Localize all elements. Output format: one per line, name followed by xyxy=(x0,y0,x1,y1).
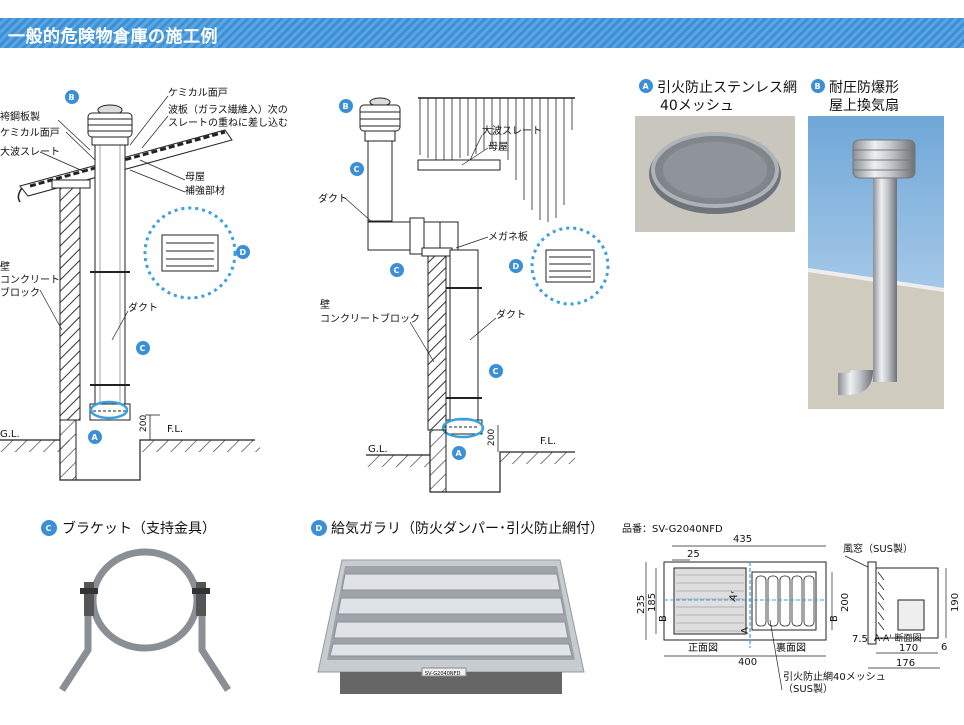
spec-d25: 25 xyxy=(687,549,700,560)
badge-b3: B xyxy=(815,82,821,91)
badges: B C A D B C C C A D A B C D xyxy=(41,79,825,536)
spec-d176: 176 xyxy=(896,658,915,669)
left-section-drawing: 200 袴鋼板製 ケミカル面戸 大波スレート ケミカル面戸 波板（ガラス繊維入）… xyxy=(0,87,288,481)
label-oonami-2: 大波スレート xyxy=(482,124,542,137)
label-hokyo: 補強部材 xyxy=(185,184,225,197)
bracket-title: ブラケット（支持金具） xyxy=(62,520,216,537)
bracket-photo: ブラケット（支持金具） xyxy=(59,520,231,692)
badge-d3: D xyxy=(316,524,323,533)
dim-200: 200 xyxy=(139,415,149,432)
badge-a3: A xyxy=(643,82,650,91)
spec-part-no: 品番：SV-G2040NFD xyxy=(622,523,723,535)
label-block: ブロック xyxy=(0,286,40,299)
spec-a-mark-2: A' xyxy=(727,590,741,603)
label-duct-3: ダクト xyxy=(496,308,526,321)
badge-c4: C xyxy=(493,367,499,376)
badge-d1: D xyxy=(240,248,247,257)
label-hatano-2: スレートの重ねに差し込む xyxy=(168,116,288,129)
label-omoya-2: 母屋 xyxy=(488,141,508,153)
spec-d400: 400 xyxy=(738,657,757,668)
badge-a2: A xyxy=(456,449,463,458)
photo-a-line2: 40メッシュ xyxy=(660,98,734,114)
spec-d235: 235 xyxy=(636,595,647,614)
label-duct-2: ダクト xyxy=(318,192,348,205)
badge-c2: C xyxy=(354,165,360,174)
label-kabe-2: 壁 xyxy=(320,298,330,311)
spec-section: A-A' 断面図 xyxy=(874,632,922,644)
spec-d185: 185 xyxy=(647,593,658,612)
label-concrete: コンクリート xyxy=(0,274,60,286)
badge-d2: D xyxy=(513,262,520,271)
label-oonami: 大波スレート xyxy=(0,145,60,158)
photo-b-roof-fan: 耐圧防爆形 屋上換気扇 xyxy=(807,80,945,409)
badge-c3: C xyxy=(394,266,400,275)
spec-front: 正面図 xyxy=(688,642,718,654)
louver-title: 給気ガラリ（防火ダンパー･引火防止網付） xyxy=(331,521,604,537)
badge-a1: A xyxy=(92,433,99,442)
spec-back: 裏面図 xyxy=(776,641,806,654)
spec-d200: 200 xyxy=(840,593,851,612)
spec-d190: 190 xyxy=(950,593,961,612)
dim-200b: 200 xyxy=(487,429,497,446)
label-megane: メガネ板 xyxy=(488,230,528,243)
label-duct: ダクト xyxy=(128,301,158,314)
badge-b1: B xyxy=(69,93,75,102)
badge-b2: B xyxy=(343,102,349,111)
spec-net-1: 引火防止網40メッシュ xyxy=(783,670,886,683)
label-gl: G.L. xyxy=(0,429,20,440)
photo-a-mesh: 引火防止ステンレス網 40メッシュ xyxy=(635,80,797,232)
title-banner: 一般的危険物倉庫の施工例 xyxy=(0,18,964,48)
middle-section-drawing: 200 ダクト 大波スレート 母屋 メガネ板 壁 コンクリートブロック ダクト … xyxy=(318,97,610,493)
spec-d7-5: 7.5 xyxy=(852,634,868,645)
spec-d6: 6 xyxy=(941,642,947,653)
label-chemical-door-2: ケミカル面戸 xyxy=(168,87,228,99)
spec-b-mark: B xyxy=(658,615,669,622)
label-concrete-block-2: コンクリートブロック xyxy=(320,312,420,325)
spec-b-mark-2: B xyxy=(829,615,840,622)
louver-photo: 給気ガラリ（防火ダンパー･引火防止網付） SV-G2040NFD xyxy=(317,521,604,694)
badge-c5: C xyxy=(46,524,52,533)
page-title: 一般的危険物倉庫の施工例 xyxy=(8,27,218,47)
badge-c1: C xyxy=(140,344,146,353)
label-gl-2: G.L. xyxy=(368,444,388,455)
label-chemical-door: ケミカル面戸 xyxy=(0,127,60,139)
louver-tag: SV-G2040NFD xyxy=(425,671,461,677)
spec-fuso: 風窓（SUS製） xyxy=(843,542,913,555)
label-fl: F.L. xyxy=(167,424,183,435)
photo-a-line1: 引火防止ステンレス網 xyxy=(657,80,797,96)
photo-b-line2: 屋上換気扇 xyxy=(829,98,899,114)
spec-net-2: （SUS製） xyxy=(783,682,833,695)
spec-a-mark: A xyxy=(740,627,751,634)
label-hatano-1: 波板（ガラス繊維入）次の xyxy=(168,103,288,116)
label-fl-2: F.L. xyxy=(540,436,556,447)
label-hakama: 袴鋼板製 xyxy=(0,110,40,123)
photo-b-line1: 耐圧防爆形 xyxy=(829,80,899,96)
label-kabe: 壁 xyxy=(0,260,10,273)
spec-drawing: 品番：SV-G2040NFD 435 25 235 185 200 xyxy=(622,523,961,695)
spec-d170: 170 xyxy=(899,643,918,654)
spec-d435: 435 xyxy=(733,534,752,545)
label-omoya: 母屋 xyxy=(185,171,205,183)
